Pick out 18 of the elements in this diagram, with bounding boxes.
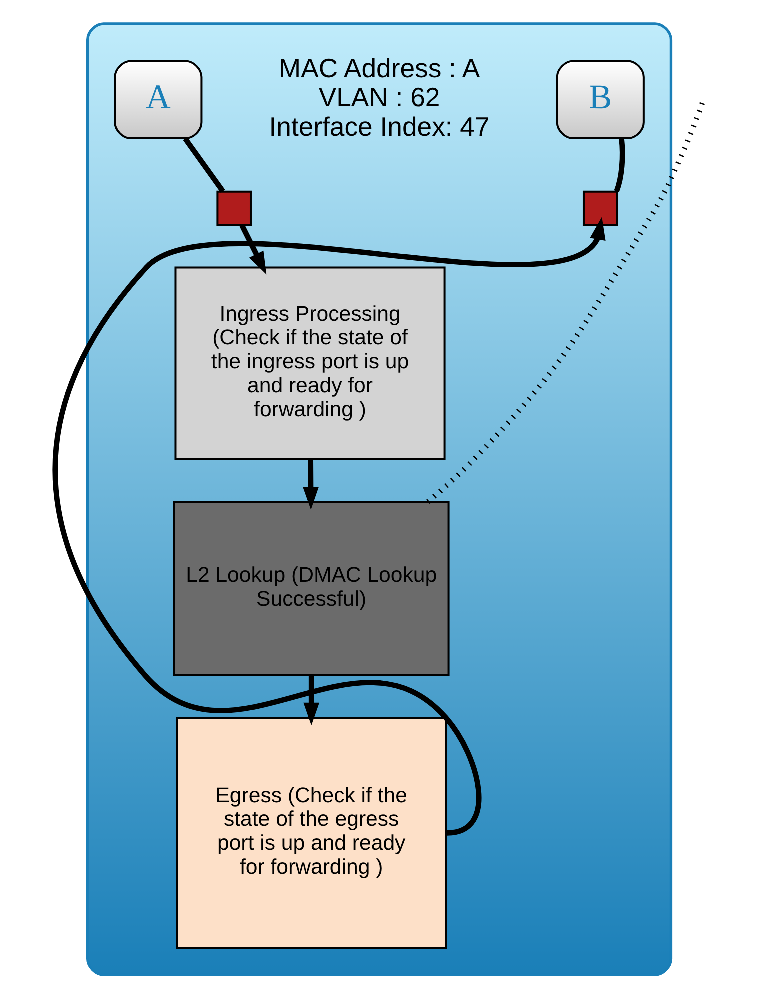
connector	[426, 100, 706, 504]
node-box: A	[114, 60, 203, 140]
node-box	[582, 190, 618, 226]
node-box: Ingress Processing (Check if the state of the ingress port is up and ready for forwarding )	[174, 266, 446, 461]
node-box: L2 Lookup (DMAC Lookup Successful)	[173, 501, 450, 676]
arrow	[304, 676, 320, 726]
node-box: Egress (Check if the state of the egress port is up and ready for forwarding )	[176, 716, 448, 950]
label: MAC Address : A	[278, 53, 480, 84]
node-box	[216, 190, 252, 226]
label: VLAN : 62	[318, 82, 440, 113]
connector	[614, 138, 626, 192]
arrow	[240, 224, 267, 275]
arrow	[303, 460, 319, 510]
arrow	[53, 217, 606, 836]
connector	[183, 137, 226, 193]
label: Interface Index: 47	[269, 112, 490, 142]
cluster	[86, 22, 673, 976]
node-box: B	[556, 60, 645, 140]
